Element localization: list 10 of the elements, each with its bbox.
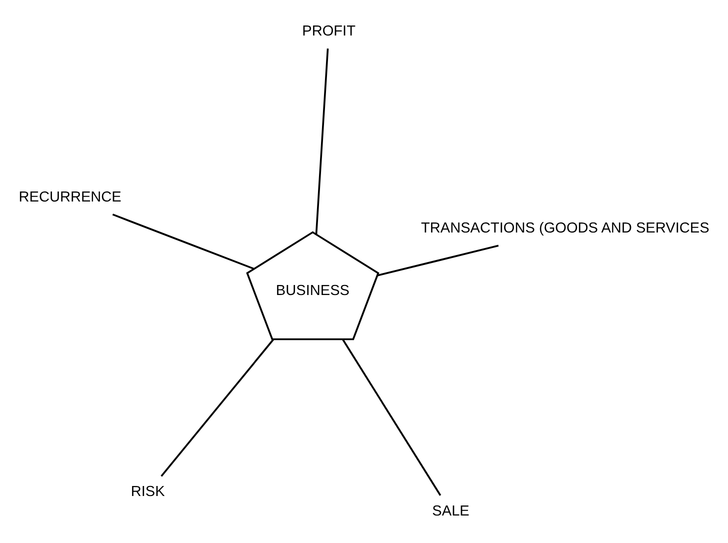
node-text: RISK [130,484,165,500]
connector [377,244,499,276]
connector [112,213,254,270]
node-text: TRANSACTIONS (GOODS AND SERVICES [421,220,710,236]
node-text: RECURRENCE [18,189,122,206]
connector [315,48,329,234]
connector [342,338,442,496]
node-text: SALE [432,502,470,519]
node-text: PROFIT [302,22,356,39]
connector [160,338,274,476]
